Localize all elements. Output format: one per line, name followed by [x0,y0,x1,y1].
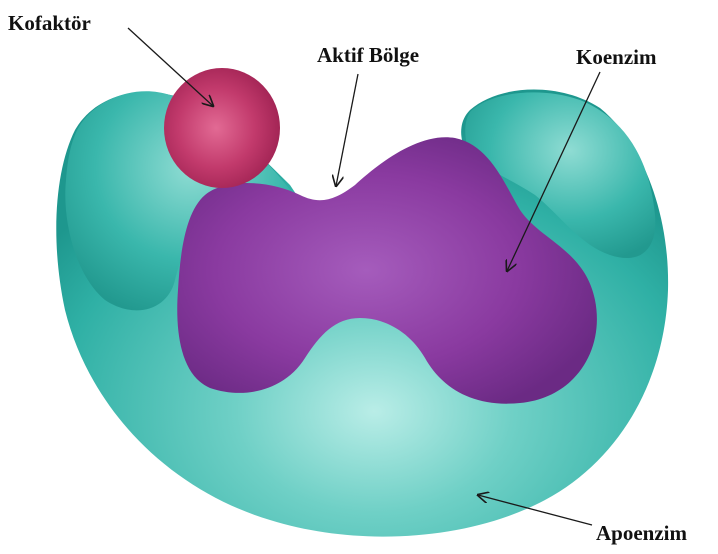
coenzyme-label: Koenzim [576,45,657,69]
active-site-arrow [336,74,358,186]
cofactor-label: Kofaktör [8,11,91,35]
cofactor-shape [164,68,280,188]
active-site-label: Aktif Bölge [317,43,419,67]
apoenzyme-label: Apoenzim [596,521,688,545]
